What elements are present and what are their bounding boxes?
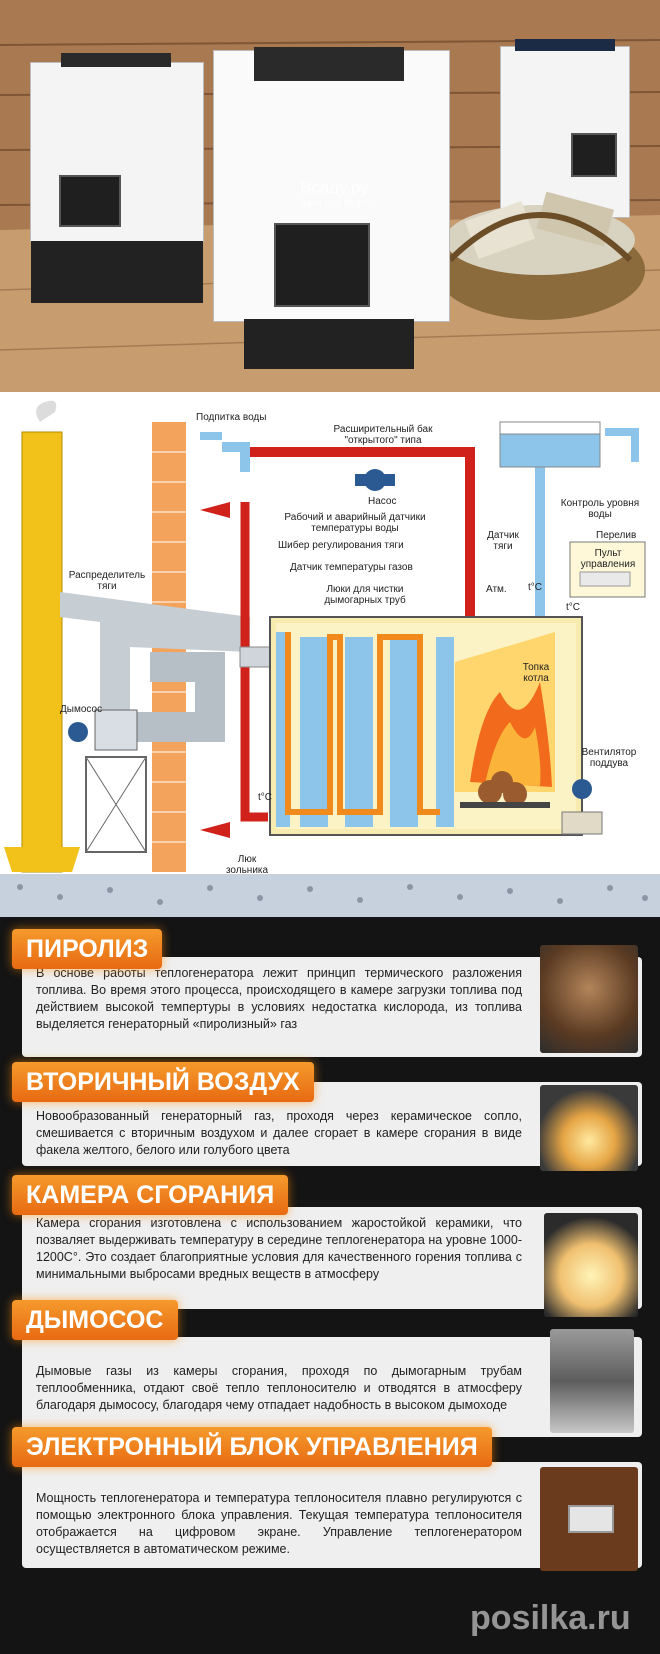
boiler-center <box>213 47 450 369</box>
section-combustion-chamber: Камера сгорания изготовлена с использова… <box>22 1207 642 1309</box>
label-draft-sensor: Датчик тяги <box>487 530 519 552</box>
label-tc-top: t°C <box>528 582 542 593</box>
label-pump: Насос <box>368 496 397 507</box>
section-text: Мощность теплогенератора и температура т… <box>36 1491 522 1556</box>
watermark-brand: Всаду.ру <box>300 178 369 197</box>
label-water-fill: Подпитка воды <box>196 412 267 423</box>
label-atm: Атм. <box>486 584 507 595</box>
label-expansion-tank: Расширительный бак "открытого" типа <box>333 424 433 446</box>
info-panels: В основе работы теплогенератора лежит пр… <box>0 917 660 1654</box>
section-title: ЭЛЕКТРОННЫЙ БЛОК УПРАВЛЕНИЯ <box>12 1427 492 1467</box>
watermark-tagline: дача сад огород <box>300 198 376 209</box>
diagram-graphics <box>0 400 660 917</box>
label-overflow: Перелив <box>596 530 637 541</box>
boiler-right <box>500 39 630 218</box>
label-ash-hatch: Люк зольника <box>225 854 269 876</box>
section-title: КАМЕРА СГОРАНИЯ <box>12 1175 289 1215</box>
section-title: ДЫМОСОС <box>12 1300 178 1340</box>
section-title: ВТОРИЧНЫЙ ВОЗДУХ <box>12 1062 314 1102</box>
section-title: ПИРОЛИЗ <box>12 929 163 969</box>
label-gas-temp-sensor: Датчик температуры газов <box>290 562 413 573</box>
pyrolysis-image <box>540 945 638 1053</box>
label-control-panel: Пульт управления <box>580 548 636 570</box>
secondary-air-image <box>540 1085 638 1171</box>
boiler-diagram: Подпитка воды Расширительный бак "открыт… <box>0 392 660 917</box>
label-tc-right: t°C <box>566 602 580 613</box>
section-text: Дымовые газы из камеры сгорания, проходя… <box>36 1364 522 1412</box>
section-text: В основе работы теплогенератора лежит пр… <box>36 966 522 1031</box>
watermark: Всаду.ру дача сад огород <box>300 178 375 209</box>
label-water-level-control: Контроль уровня воды <box>560 498 640 520</box>
label-tc-left: t°C <box>258 792 272 803</box>
label-smoke-exhauster: Дымосос <box>60 704 103 715</box>
firewood-basket <box>435 191 645 320</box>
section-text: Новообразованный генераторный газ, прохо… <box>36 1109 522 1157</box>
boilers-photo: Всаду.ру дача сад огород <box>0 0 660 392</box>
control-unit-image <box>540 1467 638 1571</box>
label-draft-distributor: Распределитель тяги <box>68 570 146 592</box>
label-draft-damper: Шибер регулирования тяги <box>278 540 404 551</box>
section-smoke-exhauster: Дымовые газы из камеры сгорания, проходя… <box>22 1337 642 1437</box>
footer-watermark: posilka.ru <box>470 1599 631 1637</box>
label-cleaning-hatches: Люки для чистки дымогарных труб <box>324 584 406 606</box>
label-fan: Вентилятор поддува <box>581 747 637 769</box>
label-temp-sensors: Рабочий и аварийный датчики температуры … <box>284 512 426 534</box>
label-firebox: Топка котла <box>522 662 550 684</box>
smoke-exhauster-image <box>550 1329 634 1433</box>
section-pyrolysis: В основе работы теплогенератора лежит пр… <box>22 957 642 1057</box>
section-control-unit: Мощность теплогенератора и температура т… <box>22 1462 642 1568</box>
section-text: Камера сгорания изготовлена с использова… <box>36 1216 522 1281</box>
boiler-left <box>30 53 204 303</box>
combustion-chamber-image <box>544 1213 638 1317</box>
